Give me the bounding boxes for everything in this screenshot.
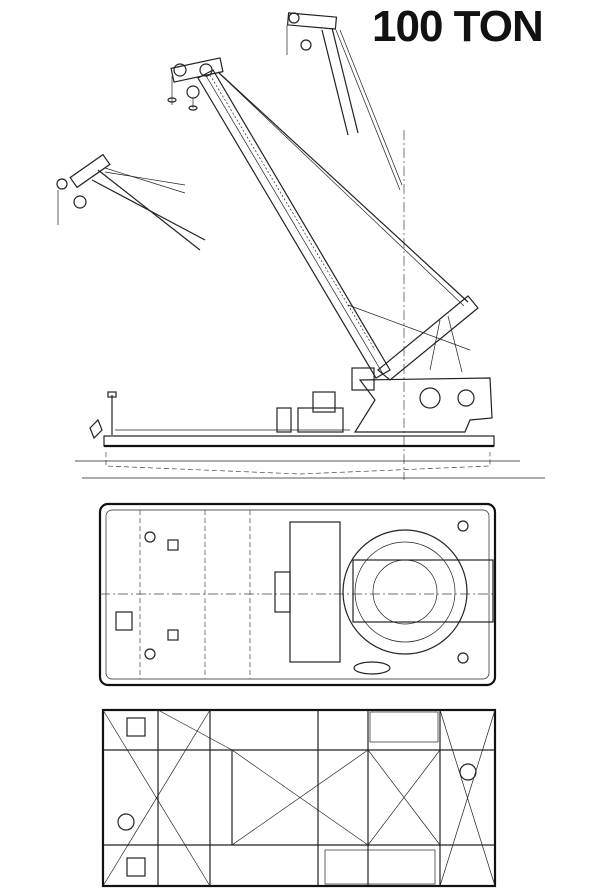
- elevation-view: [56, 12, 545, 480]
- deck-plan: [98, 502, 497, 687]
- crane-house: [351, 367, 493, 433]
- boom-position-low: [56, 153, 206, 251]
- boom-position-high: [286, 12, 403, 191]
- main-boom: [167, 57, 469, 379]
- capacity-title: 100 TON: [372, 2, 544, 51]
- barge-hull: [75, 429, 545, 479]
- tank-plan: [101, 708, 497, 888]
- a-frame: [347, 295, 479, 381]
